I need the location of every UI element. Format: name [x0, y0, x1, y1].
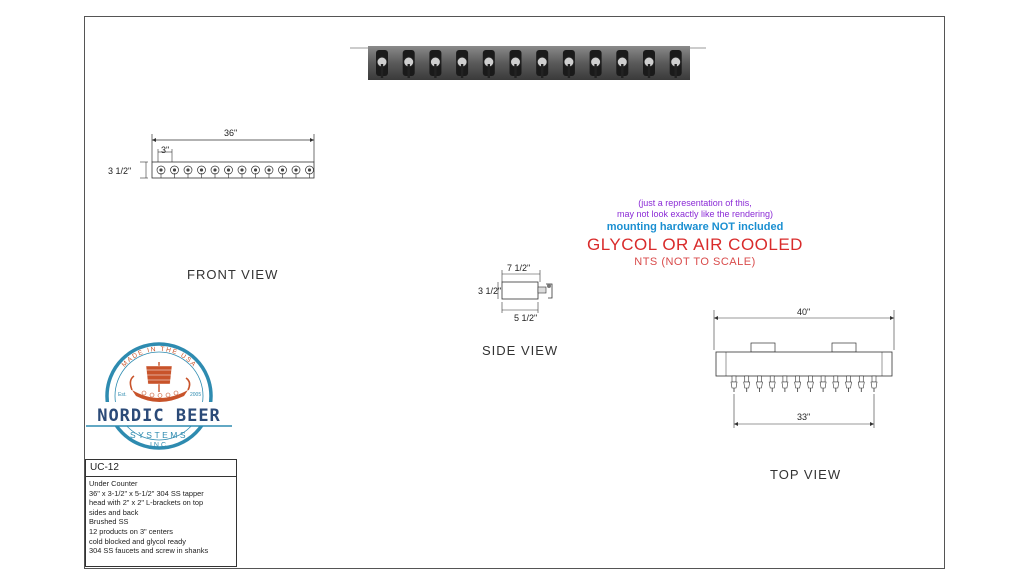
faucet-top	[743, 375, 751, 392]
notes-block: (just a representation of this, may not …	[560, 198, 830, 268]
faucet-top	[756, 375, 763, 392]
spec-lines: Under Counter 36" x 3-1/2" x 5-1/2" 304 …	[86, 477, 236, 558]
scale-note: NTS (NOT TO SCALE)	[634, 256, 756, 268]
hardware-note: mounting hardware NOT included	[606, 221, 784, 233]
drawing-sheet	[84, 16, 945, 569]
side-view-drawing	[497, 270, 553, 313]
top-view-label: TOP VIEW	[770, 467, 842, 482]
faucet-front	[291, 165, 301, 178]
front-height-dim: 3 1/2"	[108, 166, 132, 176]
model-number: UC-12	[86, 460, 236, 477]
cooling-note: GLYCOL OR AIR COOLED	[587, 235, 803, 254]
nordic-beer-logo: MADE IN THE USA Est. 2005 NORDIC BEER SY…	[86, 342, 232, 450]
spec-line: sides and back	[89, 507, 139, 517]
faucet-top	[845, 375, 852, 392]
faucet-top	[857, 375, 865, 392]
faucet-front	[183, 165, 193, 178]
faucet-top	[832, 375, 840, 392]
faucet-top	[870, 375, 878, 392]
faucet-top	[730, 375, 738, 392]
faucet-render	[562, 50, 575, 78]
front-width-dim: 36"	[224, 128, 238, 138]
faucet-front	[197, 165, 206, 178]
faucet-render	[616, 50, 629, 78]
faucet-top	[794, 375, 801, 392]
faucet-render	[456, 50, 469, 78]
faucet-render	[429, 50, 442, 78]
faucet-render	[643, 50, 655, 78]
product-rendering	[350, 46, 706, 80]
side-bottom-dim: 5 1/2"	[514, 313, 538, 323]
faucet-front	[170, 165, 179, 178]
faucet-render	[402, 50, 415, 78]
spec-line: Under Counter	[89, 479, 138, 488]
faucet-render	[589, 50, 602, 78]
spec-line: 36" x 3-1/2" x 5-1/2" 304 SS tapper	[89, 488, 204, 498]
faucet-front	[210, 165, 220, 178]
spec-line: head with 2" x 2" L-brackets on top	[89, 498, 204, 508]
spec-line: cold blocked and glycol ready	[89, 536, 186, 546]
faucet-render	[482, 50, 495, 78]
logo-sub: SYSTEMS	[130, 430, 188, 440]
side-height-dim: 3 1/2"	[478, 286, 502, 296]
faucet-top	[807, 375, 814, 392]
faucet-top	[819, 375, 827, 392]
logo-year: 2005	[190, 392, 201, 398]
logo-brand: NORDIC BEER	[97, 406, 221, 426]
faucet-front	[237, 165, 247, 178]
top-span-dim: 33"	[797, 412, 811, 422]
faucet-front	[251, 165, 260, 178]
faucet-render	[536, 50, 549, 78]
top-width-dim: 40"	[797, 307, 811, 317]
faucet-top	[768, 375, 776, 392]
front-spacing-dim: 3"	[161, 145, 170, 155]
spec-line: Brushed SS	[89, 517, 129, 527]
faucet-front	[278, 165, 287, 178]
faucet-front	[264, 165, 274, 178]
front-view-label: FRONT VIEW	[187, 267, 279, 282]
faucet-front	[305, 165, 314, 178]
faucet-render	[509, 50, 522, 78]
logo-inc: INC	[150, 442, 168, 449]
front-view-drawing	[140, 134, 315, 179]
side-top-dim: 7 1/2"	[507, 263, 531, 273]
side-view-label: SIDE VIEW	[482, 343, 559, 358]
top-view-drawing	[713, 310, 895, 428]
faucet-front	[224, 165, 233, 178]
faucet-front	[156, 165, 166, 178]
representation-note-2: may not look exactly like the rendering)	[616, 209, 774, 219]
spec-line: 12 products on 3" centers	[89, 526, 173, 536]
spec-line: 304 SS faucets and screw in shanks	[89, 546, 209, 556]
faucet-top	[781, 375, 789, 392]
faucet-render	[669, 50, 682, 78]
faucet-render	[376, 50, 388, 78]
spec-box: UC-12 Under Counter 36" x 3-1/2" x 5-1/2…	[85, 459, 237, 567]
logo-est: Est.	[118, 392, 127, 398]
representation-note-1: (just a representation of this,	[638, 198, 752, 208]
